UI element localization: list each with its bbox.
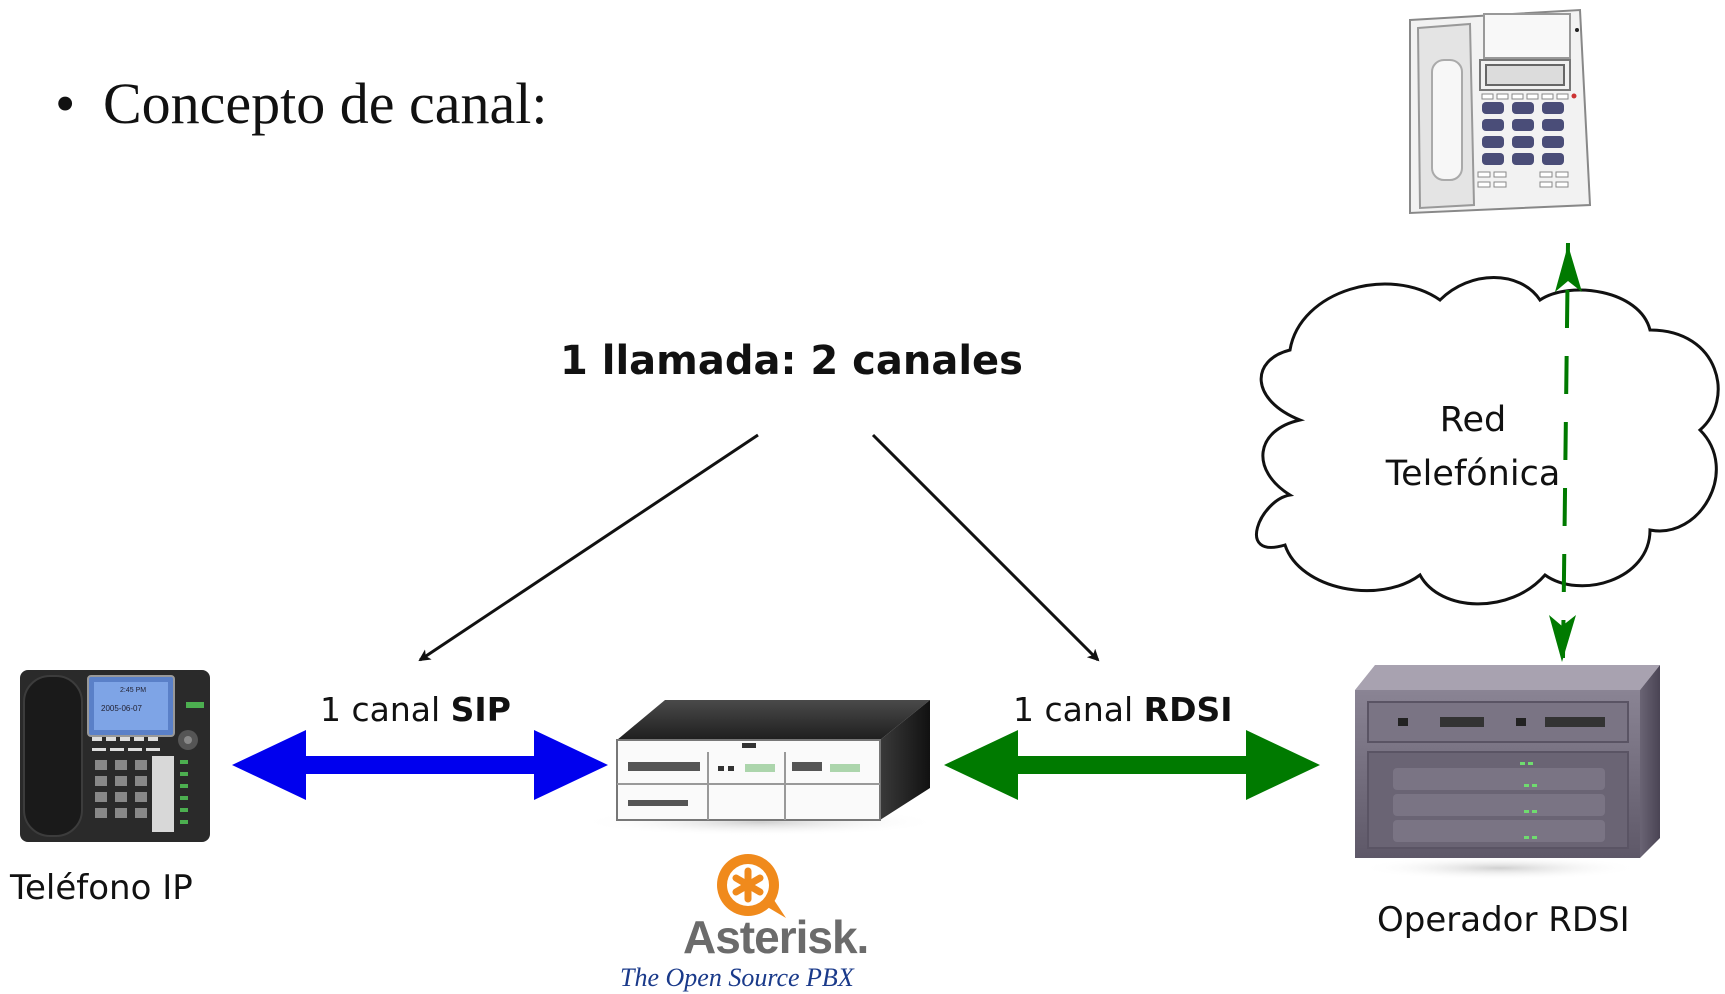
sip-label-strong: SIP [450, 690, 511, 729]
pstn-dashed-link [1561, 242, 1570, 659]
sip-label-prefix: 1 canal [320, 690, 451, 729]
bullet-text: Concepto de canal: [103, 71, 548, 136]
desk-telephone-device [1409, 8, 1592, 215]
ip-phone-caption: Teléfono IP [10, 868, 193, 908]
asterisk-tagline: The Open Source PBX [620, 963, 854, 992]
ip-phone-screen-date: 2005-06-07 [101, 704, 142, 713]
pstn-link-head-down [1549, 615, 1576, 662]
cloud-label-line2: Telefónica [1385, 454, 1561, 495]
rdsi-channel-label: 1 canal RDSI [1013, 690, 1233, 729]
cloud-label-line1: Red [1439, 400, 1507, 440]
rdsi-channel-arrow [944, 730, 1320, 800]
sip-channel-label: 1 canal SIP [320, 690, 511, 729]
asterisk-logo-mark [717, 854, 786, 918]
rdsi-label-prefix: 1 canal [1013, 690, 1144, 729]
operator-caption: Operador RDSI [1377, 900, 1630, 940]
diagram-headline: 1 llamada: 2 canales [560, 338, 1023, 384]
telephone-network-cloud [1255, 276, 1720, 606]
cloud-label: Red Telefónica [1343, 393, 1603, 502]
ip-phone-device: 2:45 PM 2005-06-07 [20, 670, 210, 842]
sip-channel-arrow [232, 730, 608, 800]
pointer-arrow-sip [418, 433, 759, 662]
bullet-marker: • [55, 71, 76, 136]
asterisk-pbx-device [580, 700, 940, 836]
rdsi-label-strong: RDSI [1143, 690, 1233, 729]
pointer-arrow-rdsi [871, 433, 1100, 662]
pstn-link-head-up [1555, 245, 1582, 292]
bullet-heading: • Concepto de canal: [55, 70, 548, 137]
operator-rdsi-server [1355, 665, 1660, 880]
asterisk-wordmark: Asterisk. [683, 911, 869, 963]
ip-phone-screen-time: 2:45 PM [120, 687, 146, 694]
